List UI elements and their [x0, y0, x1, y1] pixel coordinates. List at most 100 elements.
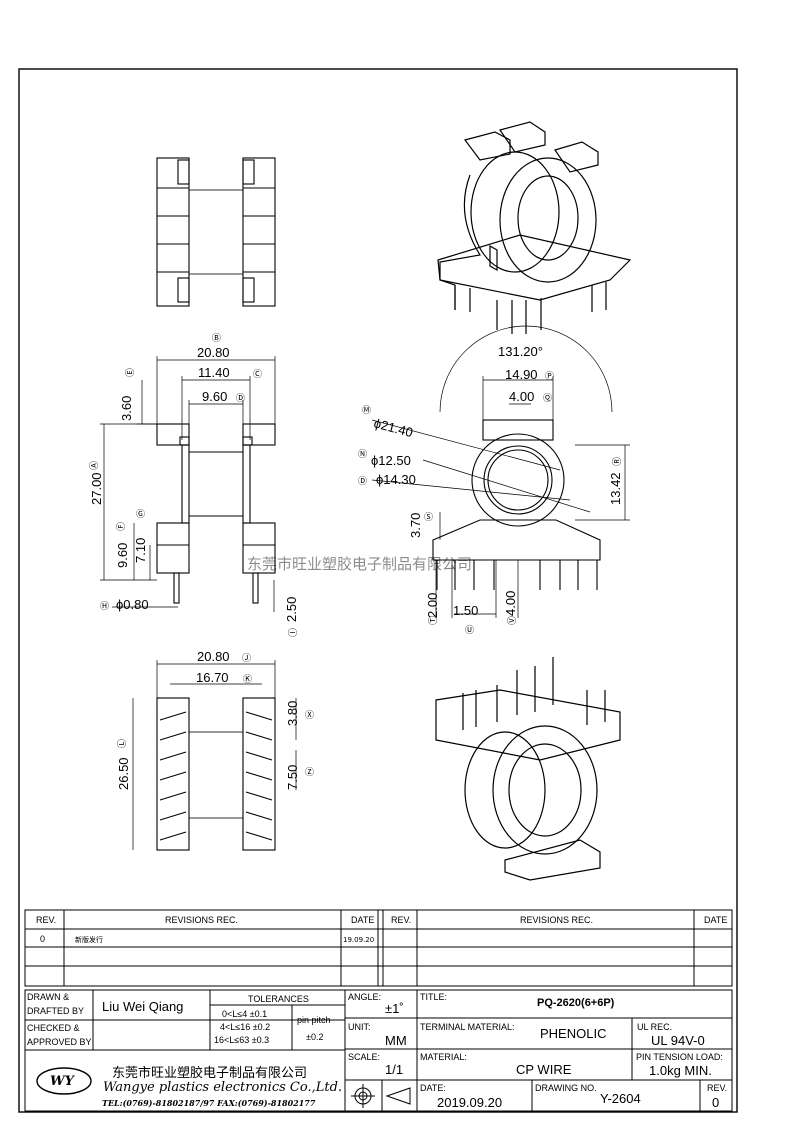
- watermark: 东莞市旺业塑胶电子制品有限公司: [247, 555, 472, 573]
- approved-label: APPROVED BY: [27, 1037, 92, 1047]
- title-value: PQ-2620(6+6P): [537, 997, 615, 1009]
- dim-h400: 4.00: [503, 591, 518, 616]
- logo-text: WY: [50, 1074, 76, 1089]
- title-block: [24, 989, 733, 1112]
- dim-pin-len: 2.50: [284, 597, 299, 622]
- revisions-header-2: REVISIONS REC.: [520, 915, 593, 925]
- marker-m: Ⓜ: [362, 405, 371, 416]
- unit-label: UNIT:: [348, 1022, 371, 1032]
- date-label: DATE:: [420, 1083, 446, 1093]
- tol-row-2: 4<L≤16 ±0.2: [220, 1022, 270, 1032]
- dim-lower-h: 9.60: [115, 543, 130, 568]
- dim-core-width: 11.40: [198, 365, 230, 380]
- top-view: [156, 157, 276, 307]
- dim-inner-width: 9.60: [202, 389, 227, 404]
- drawn-name: Liu Wei Qiang: [102, 999, 183, 1014]
- pitch-value: ±0.2: [306, 1032, 323, 1042]
- marker-v: Ⓥ: [507, 616, 518, 625]
- marker-s: Ⓢ: [424, 512, 433, 523]
- drawing-no-label: DRAWING NO.: [535, 1083, 597, 1093]
- dim-d1250: ϕ12.50: [371, 453, 411, 468]
- marker-a: Ⓐ: [89, 461, 100, 470]
- drawing-no-value: Y-2604: [600, 1091, 641, 1106]
- dim-bot-width: 20.80: [197, 649, 230, 664]
- drafted-label: DRAFTED BY: [27, 1006, 84, 1016]
- dim-d2140: ϕ21.40: [372, 415, 414, 440]
- marker-o: Ⓓ: [358, 476, 367, 487]
- title-label: TITLE:: [420, 992, 447, 1002]
- scale-label: SCALE:: [348, 1052, 380, 1062]
- ul-value: UL 94V-0: [651, 1033, 705, 1048]
- rev-row-value: 0: [40, 934, 45, 944]
- marker-k: Ⓚ: [243, 674, 252, 685]
- marker-c: Ⓒ: [253, 369, 262, 380]
- bottom-view: [156, 697, 276, 851]
- pin-tension-label: PIN TENSION LOAD:: [636, 1052, 723, 1062]
- dim-angle: 131.20°: [498, 344, 543, 359]
- marker-h: Ⓗ: [100, 601, 109, 612]
- dim-w400: 4.00: [509, 389, 534, 404]
- terminal-value: PHENOLIC: [540, 1026, 606, 1041]
- dim-d1430: ϕ14.30: [376, 472, 416, 487]
- rev-header: REV.: [36, 915, 56, 925]
- rev-value: 0: [712, 1095, 719, 1110]
- rev-header-2: REV.: [391, 915, 411, 925]
- rev-label: REV.: [707, 1083, 727, 1093]
- dim-lower-h2: 7.10: [133, 538, 148, 563]
- rev-row-desc: 新版发行: [75, 935, 103, 944]
- marker-j: Ⓙ: [242, 653, 251, 664]
- dim-pin-dia: ϕ0.80: [116, 597, 149, 612]
- date-header-2: DATE: [704, 915, 727, 925]
- marker-x: Ⓧ: [305, 710, 314, 721]
- ul-label: UL REC.: [637, 1022, 672, 1032]
- scale-value: 1/1: [385, 1062, 403, 1077]
- marker-p: Ⓟ: [545, 371, 554, 382]
- company-name-cn: 东莞市旺业塑胶电子制品有限公司: [112, 1065, 307, 1080]
- dim-bot-380: 3.80: [285, 701, 300, 726]
- marker-f: Ⓕ: [116, 522, 127, 531]
- marker-e: Ⓔ: [125, 368, 136, 377]
- material-label: MATERIAL:: [420, 1052, 467, 1062]
- isometric-view-bottom: [435, 657, 621, 881]
- marker-r: Ⓡ: [612, 457, 623, 466]
- unit-value: MM: [385, 1033, 407, 1048]
- dim-top-width: 20.80: [197, 345, 230, 360]
- dim-w150: 1.50: [453, 603, 478, 618]
- dimension-lines: [100, 325, 630, 850]
- dim-flange-h: 3.60: [119, 396, 134, 421]
- marker-l: Ⓛ: [117, 739, 128, 748]
- marker-d: Ⓓ: [236, 393, 245, 404]
- dim-bot-inner: 16.70: [196, 670, 229, 685]
- marker-n: Ⓝ: [358, 449, 367, 460]
- angle-value: ±1˚: [385, 1001, 404, 1016]
- tol-row-3: 16<L≤63 ±0.3: [214, 1035, 269, 1045]
- marker-z: Ⓩ: [305, 767, 314, 778]
- angle-label: ANGLE:: [348, 992, 381, 1002]
- sheet-border: [18, 68, 738, 1113]
- marker-q: Ⓠ: [543, 393, 552, 404]
- isometric-view-top: [437, 121, 632, 334]
- dim-total-h: 27.00: [89, 472, 104, 505]
- marker-i: Ⓘ: [288, 628, 299, 637]
- side-view: [371, 419, 601, 590]
- rev-row-date: 19.09.20: [343, 936, 374, 944]
- company-name-en: Wangye plastics electronics Co.,Ltd.: [103, 1080, 342, 1095]
- marker-b: Ⓑ: [212, 333, 221, 344]
- marker-g: Ⓖ: [136, 509, 145, 520]
- dim-w1490: 14.90: [505, 367, 538, 382]
- revisions-header: REVISIONS REC.: [165, 915, 238, 925]
- dim-h370: 3.70: [408, 513, 423, 538]
- dimension-labels: 20.80 Ⓑ 11.40 Ⓒ 9.60 Ⓓ 3.60 Ⓔ 27.00 Ⓐ 9.…: [89, 333, 623, 790]
- company-contact: TEL:(0769)-81802187/97 FAX:(0769)-818021…: [102, 1098, 316, 1108]
- pitch-label: pin pitch: [297, 1015, 331, 1025]
- dim-h200: 2.00: [425, 593, 440, 618]
- pin-tension-value: 1.0kg MIN.: [649, 1063, 712, 1078]
- revision-table: [24, 909, 733, 987]
- front-view: [156, 423, 276, 604]
- projection-symbol-icon: [351, 1084, 411, 1108]
- tolerances-label: TOLERANCES: [248, 994, 309, 1004]
- company-logo: WY: [36, 1067, 92, 1095]
- material-value: CP WIRE: [516, 1062, 572, 1077]
- dim-bot-2650: 26.50: [116, 757, 131, 790]
